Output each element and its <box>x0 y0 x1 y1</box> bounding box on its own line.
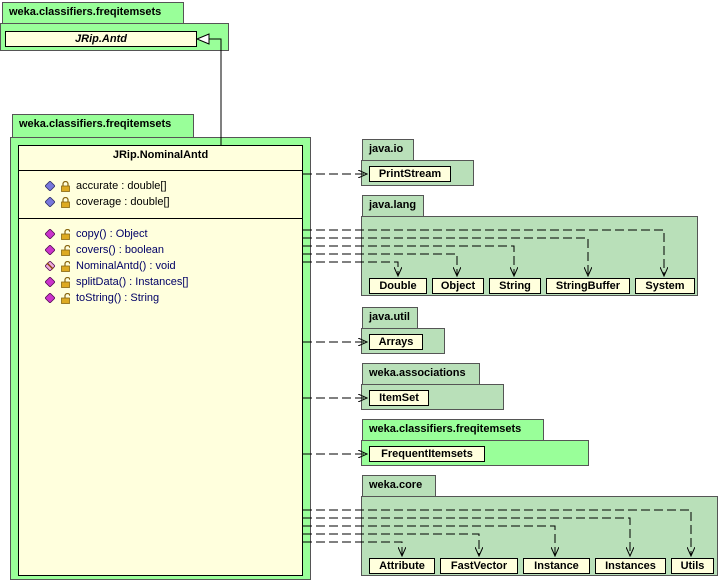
header-divider <box>19 170 302 171</box>
dep-instances <box>303 517 630 556</box>
dep-fastvector <box>303 533 479 556</box>
class-object[interactable]: Object <box>432 278 484 294</box>
superclass-package-tab: weka.classifiers.freqitemsets <box>2 2 184 24</box>
main-package-tab: weka.classifiers.freqitemsets <box>12 114 194 138</box>
dep-double <box>303 261 398 276</box>
inheritance-line <box>208 38 222 145</box>
field-coverage[interactable]: coverage : double[] <box>45 194 170 210</box>
main-package-name: weka.classifiers.freqitemsets <box>19 118 172 130</box>
main-class-name: JRip.NominalAntd <box>112 149 209 161</box>
field-accurate[interactable]: accurate : double[] <box>45 178 167 194</box>
package-name: weka.associations <box>369 367 466 379</box>
package-tab-weka-associations: weka.associations <box>362 363 480 385</box>
fields-divider <box>19 218 302 219</box>
method-label: toString() : String <box>76 292 160 305</box>
method-splitdata[interactable]: splitData() : Instances[] <box>45 274 189 290</box>
protected-lock-icon <box>61 228 70 240</box>
package-name: weka.core <box>369 479 423 491</box>
field-label: accurate : double[] <box>76 180 167 193</box>
class-fastvector[interactable]: FastVector <box>440 558 518 574</box>
method-icon <box>45 277 55 288</box>
superclass-name: JRip.Antd <box>75 33 127 45</box>
class-printstream[interactable]: PrintStream <box>369 166 451 182</box>
method-label: splitData() : Instances[] <box>76 276 189 289</box>
protected-lock-icon <box>61 244 70 256</box>
method-covers[interactable]: covers() : boolean <box>45 242 164 258</box>
field-icon <box>45 181 55 192</box>
constructor-icon <box>45 261 55 272</box>
class-frequentitemsets[interactable]: FrequentItemsets <box>369 446 485 462</box>
method-icon <box>45 229 55 240</box>
inheritance-arrowhead <box>195 33 210 45</box>
protected-lock-icon <box>61 276 70 288</box>
method-label: copy() : Object <box>76 228 148 241</box>
protected-lock-icon <box>61 260 70 272</box>
class-attribute[interactable]: Attribute <box>369 558 435 574</box>
method-icon <box>45 245 55 256</box>
class-utils[interactable]: Utils <box>671 558 714 574</box>
method-tostring[interactable]: toString() : String <box>45 290 159 306</box>
dep-string <box>303 245 514 276</box>
package-name: java.util <box>369 311 410 323</box>
dep-instance <box>303 525 555 556</box>
main-class-box[interactable]: JRip.NominalAntd accurate : double[] cov… <box>18 145 303 576</box>
protected-lock-icon <box>61 292 70 304</box>
dep-utils <box>303 509 691 556</box>
package-name: weka.classifiers.freqitemsets <box>369 423 522 435</box>
class-stringbuffer[interactable]: StringBuffer <box>546 278 630 294</box>
class-itemset[interactable]: ItemSet <box>369 390 429 406</box>
class-double[interactable]: Double <box>369 278 427 294</box>
superclass-box[interactable]: JRip.Antd <box>5 31 197 47</box>
package-name: java.io <box>369 143 404 155</box>
class-string[interactable]: String <box>489 278 541 294</box>
method-copy[interactable]: copy() : Object <box>45 226 148 242</box>
class-instances[interactable]: Instances <box>595 558 666 574</box>
package-tab-weka-core: weka.core <box>362 475 436 497</box>
field-icon <box>45 197 55 208</box>
dep-attribute <box>303 541 402 556</box>
package-tab-java-io: java.io <box>362 139 414 161</box>
lock-icon <box>61 180 70 192</box>
dep-stringbuffer <box>303 237 588 276</box>
package-tab-weka-freqitemsets: weka.classifiers.freqitemsets <box>362 419 544 441</box>
class-arrays[interactable]: Arrays <box>369 334 423 350</box>
dep-object <box>303 253 457 276</box>
superclass-package-name: weka.classifiers.freqitemsets <box>9 6 162 18</box>
method-label: NominalAntd() : void <box>76 260 176 273</box>
field-label: coverage : double[] <box>76 196 170 209</box>
package-tab-java-util: java.util <box>362 307 418 329</box>
class-instance[interactable]: Instance <box>523 558 590 574</box>
lock-icon <box>61 196 70 208</box>
method-icon <box>45 293 55 304</box>
package-name: java.lang <box>369 199 417 211</box>
method-label: covers() : boolean <box>76 244 165 257</box>
method-constructor[interactable]: NominalAntd() : void <box>45 258 176 274</box>
package-tab-java-lang: java.lang <box>362 195 424 217</box>
class-system[interactable]: System <box>635 278 695 294</box>
dep-system <box>303 229 664 276</box>
